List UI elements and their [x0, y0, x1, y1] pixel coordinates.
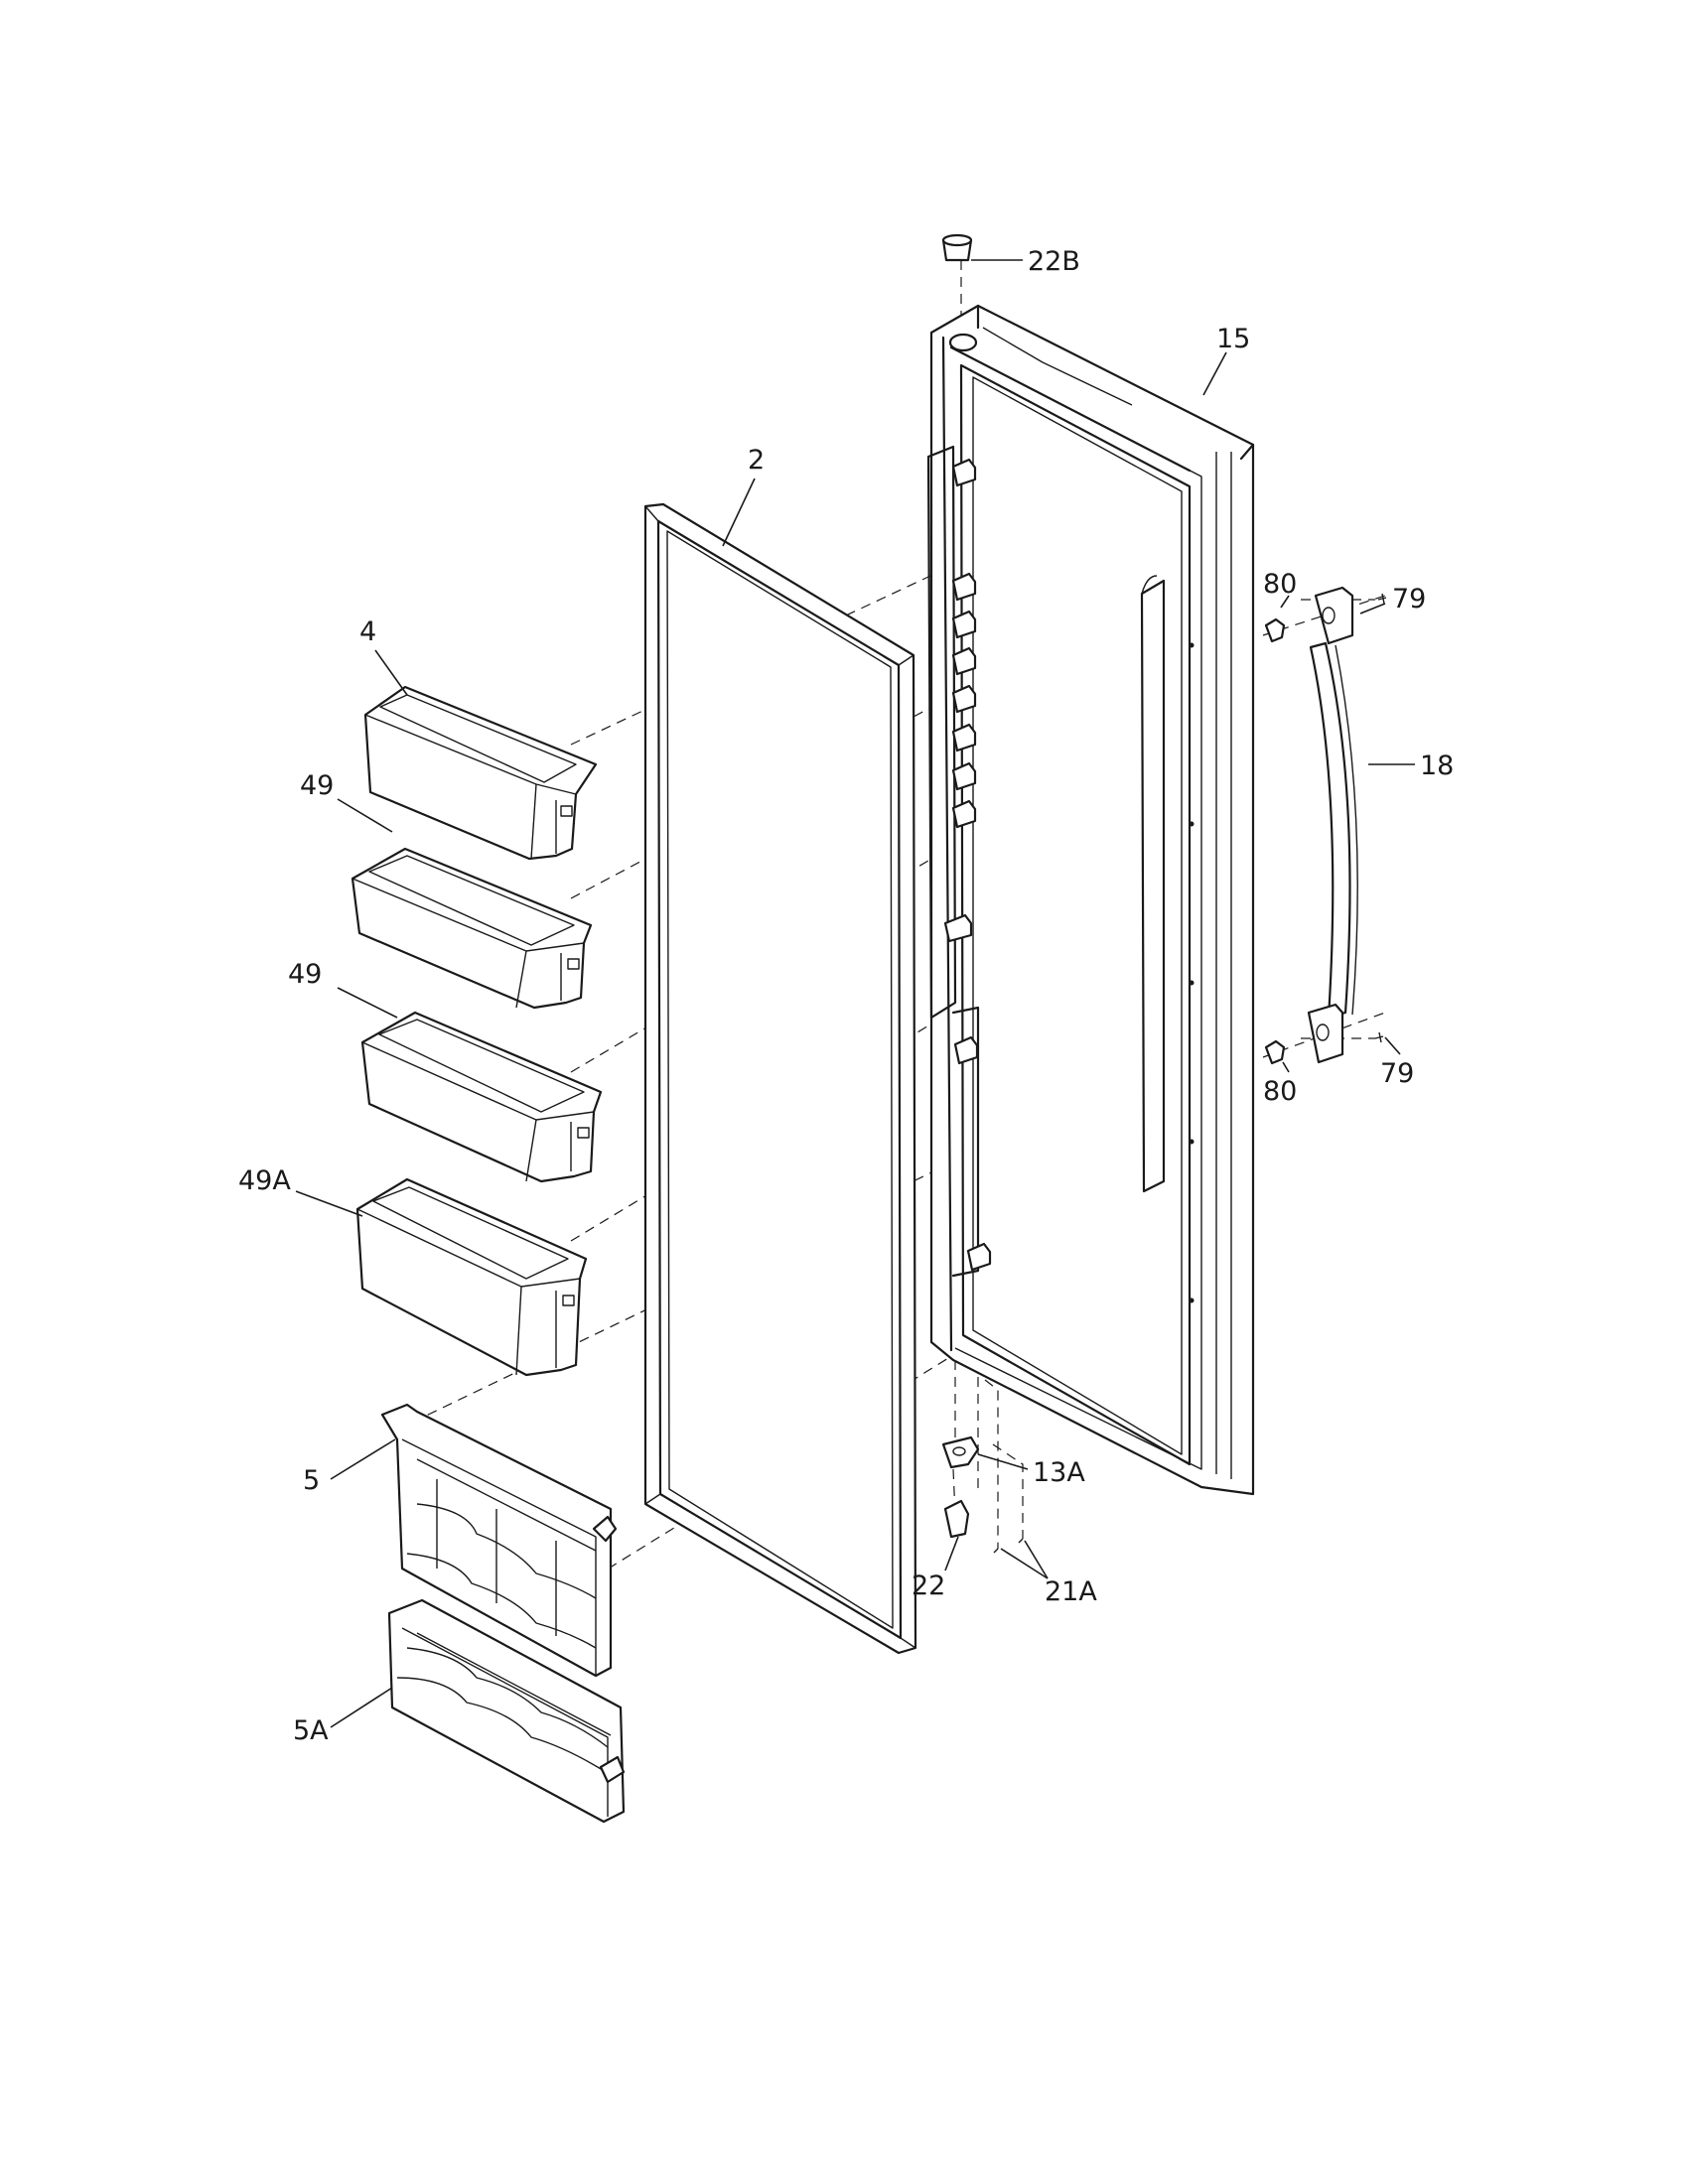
door-gasket	[643, 502, 917, 1655]
callout-79-lower: 79	[1380, 1058, 1414, 1089]
callout-21A: 21A	[1045, 1576, 1097, 1607]
door-edge-dots	[1189, 642, 1195, 1303]
callout-49A: 49A	[238, 1165, 291, 1196]
callout-80-upper: 80	[1263, 569, 1297, 600]
bin-support-clips	[943, 458, 992, 1272]
door-bin-4	[363, 685, 598, 861]
bushing-22	[943, 1499, 970, 1539]
callout-22: 22	[912, 1570, 945, 1601]
screw-80-lower	[1264, 1039, 1286, 1065]
callout-5A: 5A	[293, 1715, 329, 1746]
callout-79-upper: 79	[1392, 584, 1426, 614]
callout-15: 15	[1216, 324, 1250, 354]
wine-rack-5A	[387, 1598, 626, 1824]
screw-80-upper	[1264, 617, 1286, 643]
screw-79-upper	[1377, 593, 1387, 605]
wine-rack-5	[380, 1403, 618, 1678]
door-assembly	[926, 304, 1255, 1496]
leader-lines	[295, 259, 1415, 1728]
screw-79-lower	[1374, 1031, 1384, 1043]
callout-49-lower: 49	[288, 959, 322, 990]
door-bin-49-lower	[360, 1011, 603, 1183]
hardware-parts	[941, 233, 1387, 1554]
callout-2: 2	[748, 445, 765, 476]
screws-21A	[993, 1538, 1024, 1554]
callout-labels: 22B 15 2 4 49 49 49A 5 5A 80 79 18 80 79…	[238, 246, 1454, 1746]
callout-13A: 13A	[1033, 1457, 1085, 1488]
callout-4: 4	[359, 616, 376, 647]
hinge-13A	[941, 1435, 980, 1469]
door-handle	[1307, 586, 1358, 1064]
callout-80-lower: 80	[1263, 1076, 1297, 1107]
callout-22B: 22B	[1028, 246, 1080, 277]
callout-18: 18	[1420, 751, 1454, 781]
door-bin-49A	[355, 1177, 588, 1377]
door-bin-49-upper	[351, 847, 593, 1010]
callout-5: 5	[303, 1465, 320, 1496]
callout-49-upper: 49	[300, 770, 334, 801]
